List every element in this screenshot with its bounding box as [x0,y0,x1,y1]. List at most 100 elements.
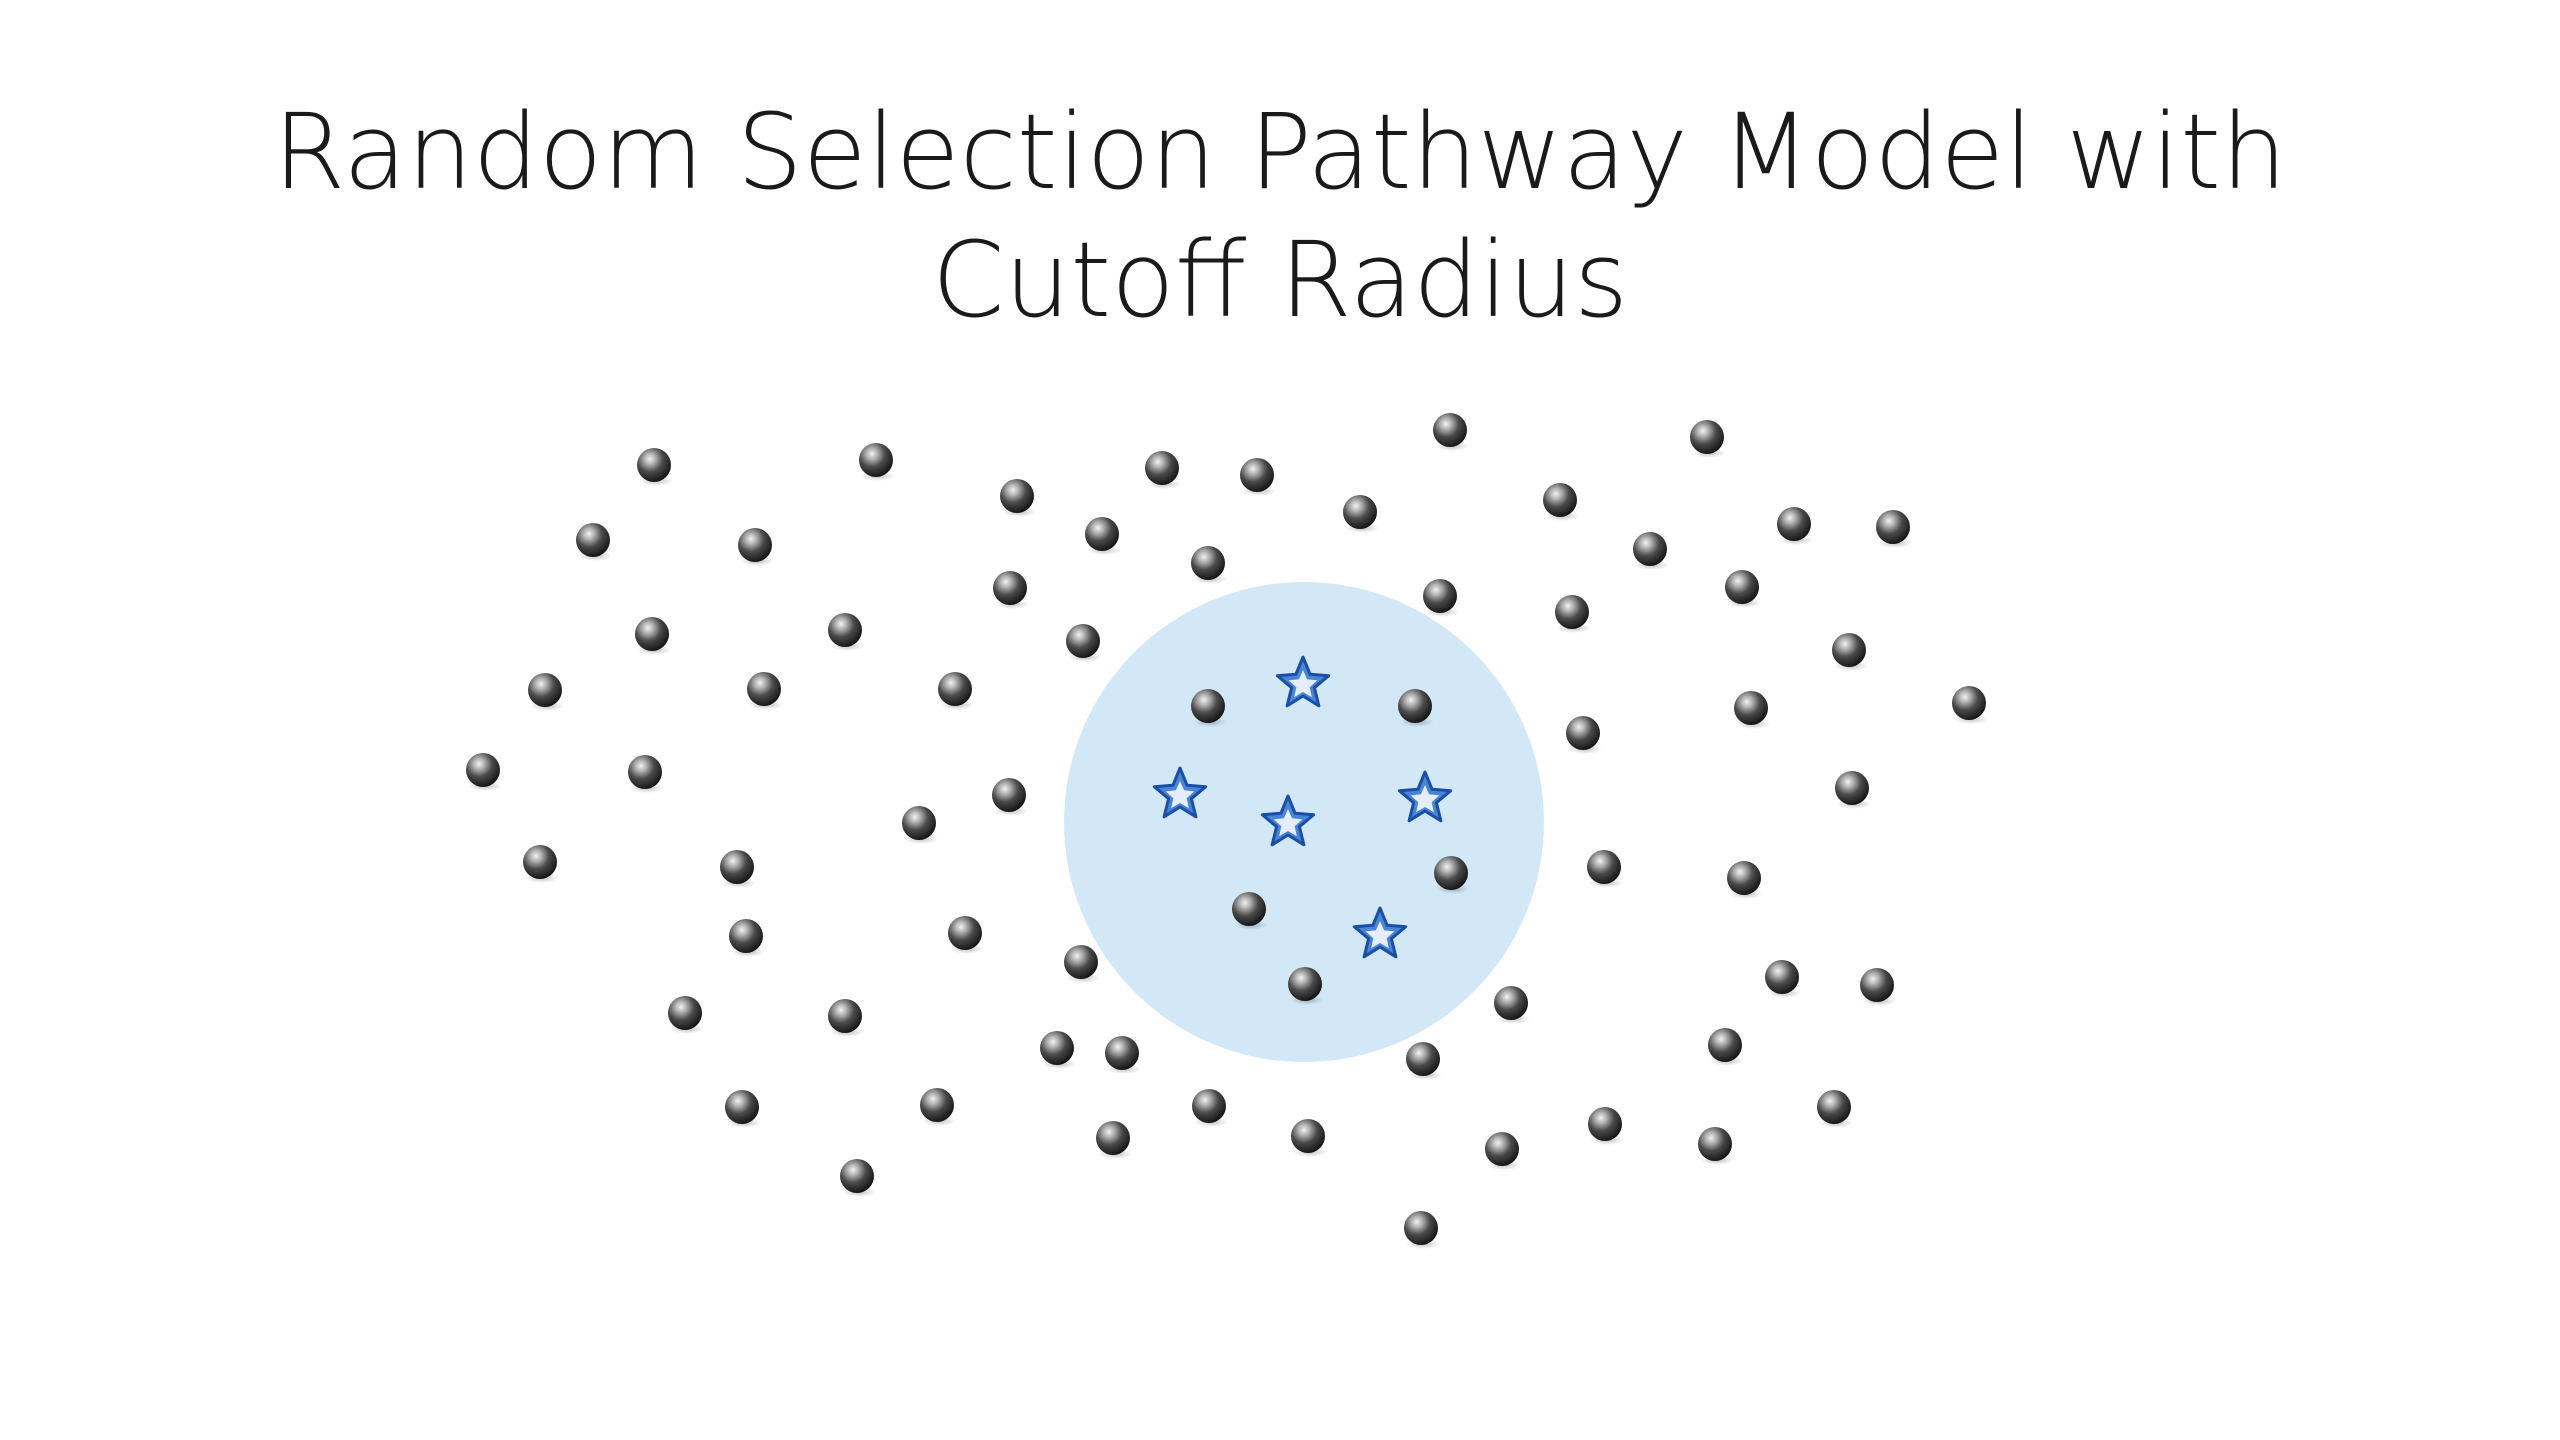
particle-sphere [1708,1028,1744,1066]
sphere-icon [1423,579,1457,613]
particle-sphere [1734,691,1770,729]
sphere-icon [1288,967,1322,1001]
particle-sphere [1835,771,1871,809]
particle-sphere [938,672,974,710]
particle-sphere [993,571,1029,609]
sphere-icon [1817,1090,1851,1124]
sphere-icon [1291,1119,1325,1153]
sphere-icon [747,672,781,706]
sphere-icon [1433,413,1467,447]
particle-sphere [729,919,765,957]
particle-sphere [668,996,704,1034]
particle-sphere [1832,633,1868,671]
sphere-icon [1406,1042,1440,1076]
particle-sphere [635,617,671,655]
particle-sphere [1096,1121,1132,1159]
sphere-icon [1543,483,1577,517]
star-highlight [1288,670,1318,698]
star-highlight [1365,921,1395,949]
particle-sphere [466,753,502,791]
particle-sphere [1288,967,1324,1005]
sphere-icon [1191,689,1225,723]
sphere-icon [1232,892,1266,926]
sphere-icon [1343,495,1377,529]
sphere-icon [1105,1036,1139,1070]
sphere-icon [1876,510,1910,544]
sphere-icon [637,448,671,482]
particle-sphere [1587,850,1623,888]
particle-sphere [948,916,984,954]
particle-sphere [1085,517,1121,555]
sphere-icon [1066,624,1100,658]
sphere-icon [840,1159,874,1193]
particle-sphere [528,673,564,711]
particle-sphere [859,443,895,481]
particle-sphere [1343,495,1379,533]
sphere-icon [635,617,669,651]
sphere-icon [576,523,610,557]
sphere-icon [1000,479,1034,513]
sphere-icon [1698,1127,1732,1161]
particle-sphere [1423,579,1459,617]
particle-sphere [1105,1036,1141,1074]
particle-sphere [637,448,673,486]
particle-sphere [840,1159,876,1197]
sphere-icon [1485,1132,1519,1166]
particle-sphere [1698,1127,1734,1165]
sphere-icon [523,845,557,879]
sphere-icon [828,613,862,647]
sphere-icon [1588,1107,1622,1141]
star-highlight [1410,785,1440,813]
particle-sphere [1433,413,1469,451]
sphere-icon [1494,986,1528,1020]
particle-sphere [1000,479,1036,517]
particle-sphere [720,850,756,888]
particle-sphere [920,1088,956,1126]
sphere-icon [1555,595,1589,629]
particle-sphere [1406,1042,1442,1080]
sphere-icon [1708,1028,1742,1062]
sphere-icon [948,916,982,950]
sphere-icon [992,778,1026,812]
particle-sphere [1633,532,1669,570]
sphere-icon [1690,420,1724,454]
selected-particle-star [1397,770,1453,823]
sphere-icon [1085,517,1119,551]
particle-sphere [1191,546,1227,584]
particle-sphere [1543,483,1579,521]
sphere-icon [1725,570,1759,604]
sphere-icon [1064,945,1098,979]
sphere-icon [1835,771,1869,805]
sphere-icon [1192,1089,1226,1123]
sphere-icon [1145,451,1179,485]
particle-sphere [1690,420,1726,458]
sphere-icon [1860,968,1894,1002]
selected-particle-star [1152,766,1208,819]
particle-sphere [747,672,783,710]
sphere-icon [902,806,936,840]
sphere-icon [729,919,763,953]
particle-sphere [1566,716,1602,754]
particle-sphere [828,999,864,1037]
particle-sphere [1145,451,1181,489]
particle-sphere [1765,960,1801,998]
particle-sphere [1434,856,1470,894]
sphere-icon [1633,532,1667,566]
particle-sphere [1777,507,1813,545]
particle-sphere [1494,986,1530,1024]
sphere-icon [1240,458,1274,492]
particle-sphere [738,528,774,566]
sphere-icon [1398,689,1432,723]
sphere-icon [938,672,972,706]
particle-sphere [1727,861,1763,899]
particle-sphere [1192,1089,1228,1127]
sphere-icon [1040,1031,1074,1065]
particle-sphere [1191,689,1227,727]
particle-sphere [1404,1211,1440,1249]
sphere-icon [1566,716,1600,750]
particle-sphere [1040,1031,1076,1069]
particle-sphere [1555,595,1591,633]
particle-sphere [1064,945,1100,983]
sphere-icon [738,528,772,562]
particle-sphere [1860,968,1896,1006]
